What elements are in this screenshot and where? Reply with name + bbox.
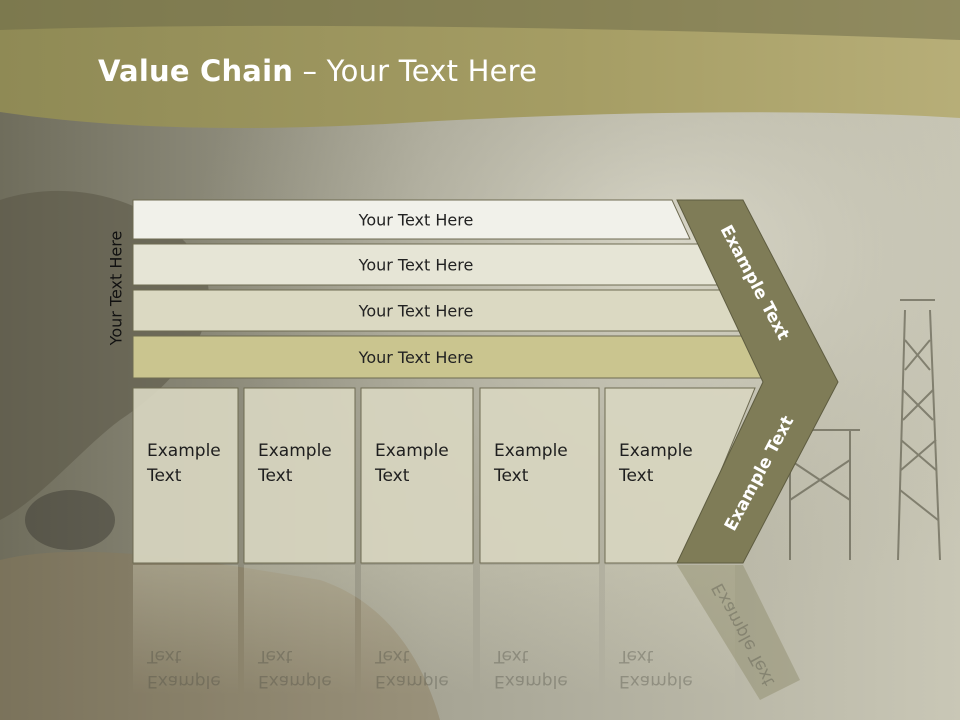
activity-box-line1: Example <box>147 441 221 461</box>
band-label-3: Your Text Here <box>358 302 474 321</box>
activity-box-line2: Text <box>619 466 654 486</box>
band-label-1: Your Text Here <box>358 211 474 230</box>
band-label-4: Your Text Here <box>358 348 474 367</box>
reflection-text-3: Example <box>375 671 449 691</box>
activity-box-2 <box>243 387 356 564</box>
activity-box-line1: Example <box>375 441 449 461</box>
reflection-text2-2: Text <box>257 646 293 666</box>
boxes-group <box>132 387 756 564</box>
activity-box-line1: Example <box>619 441 693 461</box>
reflection-text2-5: Text <box>618 646 654 666</box>
margin-chevron <box>676 199 839 564</box>
reflection-box-2 <box>244 565 355 695</box>
activity-box-line2: Text <box>494 466 529 486</box>
activity-box-line2: Text <box>147 466 182 486</box>
reflection-text-5: Example <box>619 671 693 691</box>
slide-title: Value Chain – Your Text Here <box>98 54 537 88</box>
reflection-text2-1: Text <box>146 646 182 666</box>
reflection-box-4 <box>480 565 599 695</box>
title-bold: Value Chain <box>98 54 294 88</box>
activity-box-1 <box>132 387 239 564</box>
reflection-box-1 <box>133 565 238 695</box>
tower-illustration <box>780 299 941 561</box>
reflection-text2-4: Text <box>493 646 529 666</box>
activity-box-4 <box>479 387 600 564</box>
reflection-box-3 <box>361 565 473 695</box>
band-label-2: Your Text Here <box>358 256 474 275</box>
activity-box-line2: Text <box>258 466 293 486</box>
reflection-text-1: Example <box>147 671 221 691</box>
band-1 <box>132 199 691 240</box>
activity-box-line2: Text <box>375 466 410 486</box>
reflection-text2-3: Text <box>374 646 410 666</box>
reflection-text-4: Example <box>494 671 568 691</box>
reflection-chevron <box>677 565 800 700</box>
reflection-text-2: Example <box>258 671 332 691</box>
activity-box-line1: Example <box>494 441 568 461</box>
title-rest: – Your Text Here <box>293 54 538 88</box>
activity-box-line1: Example <box>258 441 332 461</box>
activity-box-3 <box>360 387 474 564</box>
reflection-box-5 <box>605 565 735 695</box>
